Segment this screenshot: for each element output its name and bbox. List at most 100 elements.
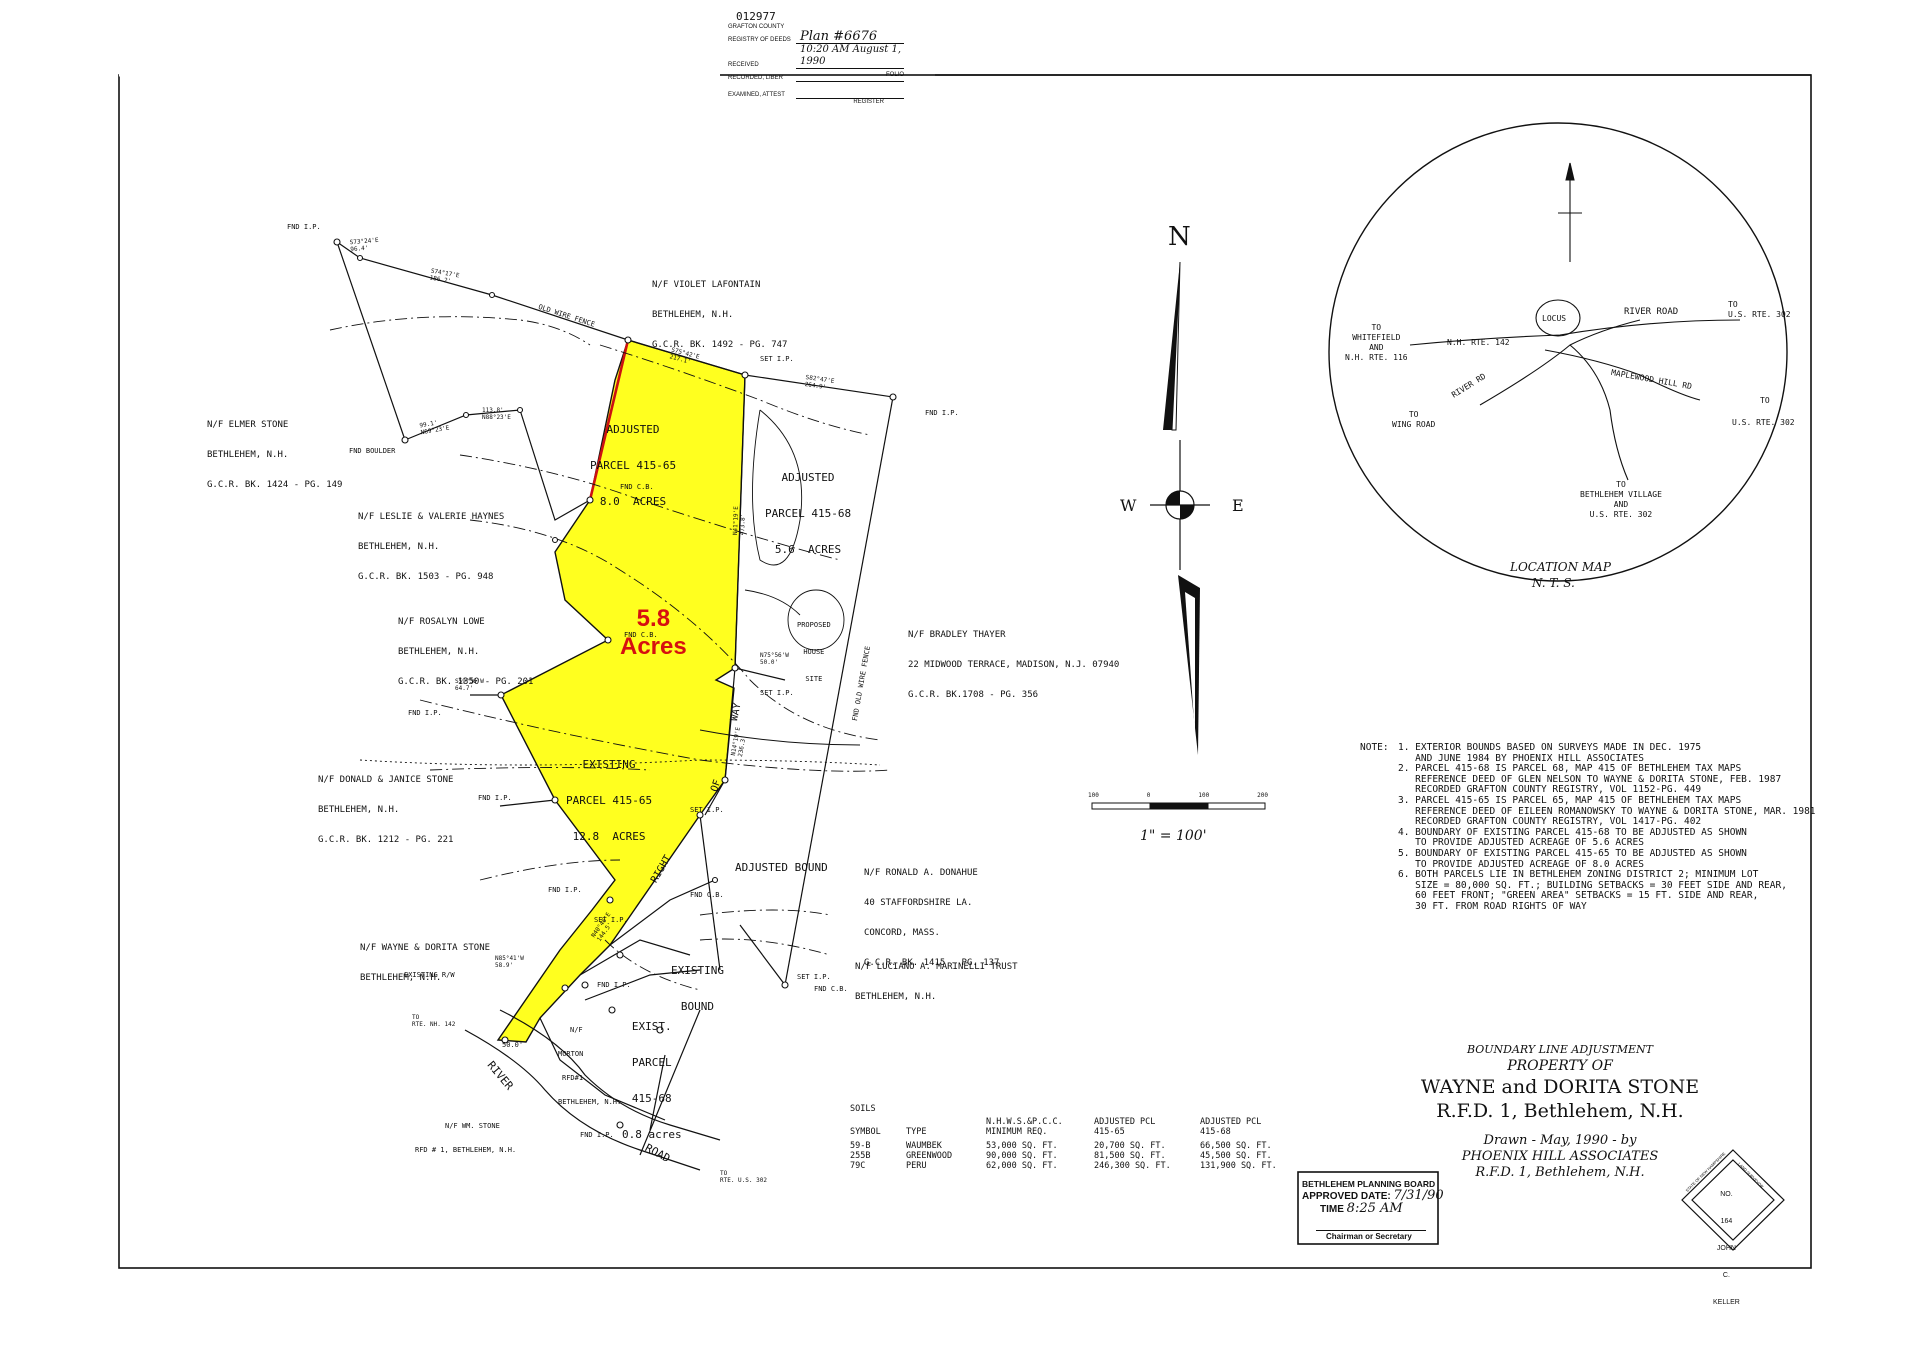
area-callout-unit: Acres <box>620 633 687 660</box>
owner-donahue: N/F RONALD A. DONAHUE 40 STAFFORDSHIRE L… <box>864 848 999 978</box>
adjusted-boundary-red <box>588 339 630 501</box>
loc-to-302-a: TO U.S. RTE. 302 <box>1728 300 1791 319</box>
note-line: RECORDED GRAFTON COUNTY REGISTRY, VOL 14… <box>1398 816 1702 828</box>
owner-line: N/F VIOLET LAFONTAIN <box>652 280 761 290</box>
soils-header-row: SYMBOL TYPE N.H.W.S.&P.C.C. MINIMUM REQ.… <box>850 1117 1283 1137</box>
owner-haynes: N/F LESLIE & VALERIE HAYNES BETHLEHEM, N… <box>358 492 504 592</box>
title-block: BOUNDARY LINE ADJUSTMENT PROPERTY OF WAY… <box>1410 1043 1710 1181</box>
owner-line: 40 STAFFORDSHIRE LA. <box>864 898 973 908</box>
parcel-adjusted-65: ADJUSTED PARCEL 415-65 8.0 ACRES <box>590 400 676 520</box>
owner-wm-stone: N/F WM. STONE RFD # 1, BETHLEHEM, N.H. <box>415 1106 516 1162</box>
owner-line: N/F RONALD A. DONAHUE <box>864 868 978 878</box>
note-line: AND JUNE 1984 BY PHOENIX HILL ASSOCIATES <box>1398 752 1644 764</box>
bearing: 113.8'N88°23'E <box>482 407 511 421</box>
title-owners: WAYNE and DORITA STONE <box>1420 1076 1700 1098</box>
title-address: R.F.D. 1, Bethlehem, N.H. <box>1436 1100 1684 1122</box>
seal-text: NO. 164 JOHN C. KELLER <box>1713 1172 1740 1316</box>
title-subject: BOUNDARY LINE ADJUSTMENT <box>1466 1043 1654 1056</box>
existing-bound-line: BOUND <box>680 1000 715 1013</box>
parcel-line: EXIST. <box>631 1020 672 1033</box>
bearing-angle: N75°56'W <box>760 652 789 659</box>
stamp-recorded-label: RECORDED, LIBER <box>728 75 784 81</box>
east-letter: E <box>1232 496 1244 515</box>
label-fnd-cb: FND C.B. <box>624 631 658 639</box>
soils-cell: 53,000 SQ. FT. <box>986 1141 1058 1151</box>
scale-bar-graphic <box>1091 802 1266 810</box>
owner-line: N/F <box>570 1026 583 1034</box>
label-fnd-boulder: FND BOULDER <box>349 447 396 455</box>
label-fnd-cb: FND C.B. <box>620 483 654 491</box>
owner-line: N/F DONALD & JANICE STONE <box>318 775 454 785</box>
west-letter: W <box>1120 496 1137 515</box>
soils-cell: 90,000 SQ. FT. <box>986 1151 1058 1161</box>
parcel-line: ADJUSTED <box>606 423 660 436</box>
scale-tick: 100 <box>1198 792 1210 799</box>
bearing-distance: 58.9' <box>495 962 514 969</box>
soils-cell: 79C <box>850 1161 866 1171</box>
owner-line: N/F ROSALYN LOWE <box>398 617 485 627</box>
soils-header: ADJUSTED PCL 415-65 <box>1094 1117 1156 1137</box>
bearing-distance: 473.8' <box>738 513 747 536</box>
parcel-line: 12.8 ACRES <box>572 830 646 843</box>
note-line: 30 FT. FROM ROAD RIGHTS OF WAY <box>1398 900 1587 912</box>
loc-nh142: N.H. RTE. 142 <box>1447 338 1510 347</box>
title-firm: PHOENIX HILL ASSOCIATES <box>1461 1149 1659 1164</box>
soils-cell: 45,500 SQ. FT. <box>1200 1151 1272 1161</box>
label-frontage: 50.0' <box>502 1041 524 1049</box>
seal-line: C. <box>1722 1272 1730 1279</box>
loc-locus: LOCUS <box>1542 314 1567 323</box>
owner-line: BETHLEHEM, N.H. <box>358 542 440 552</box>
owner-line: RFD#1 <box>562 1074 584 1082</box>
soils-cell: 20,700 SQ. FT. <box>1094 1141 1166 1151</box>
bearing-angle: S59°36'W <box>455 678 484 685</box>
house-site-line: PROPOSED <box>797 621 831 629</box>
soils-cell: 81,500 SQ. FT. <box>1094 1151 1166 1161</box>
owner-line: G.C.R. BK. 1492 - PG. 747 <box>652 340 788 350</box>
parcel-line: 5.6 ACRES <box>774 543 842 556</box>
loc-to: TO <box>1760 396 1770 405</box>
parcel-existing-65: EXISTING PARCEL 415-65 12.8 ACRES <box>566 735 652 855</box>
label-fnd-cb: FND C.B. <box>690 891 724 899</box>
owner-line: N/F BRADLEY THAYER <box>908 630 1006 640</box>
owner-wayne: N/F WAYNE & DORITA STONE BETHLEHEM, N.H. <box>360 923 490 993</box>
approval-signature <box>1316 1216 1426 1231</box>
owner-line: N/F LUCIANO A. MARINELLI TRUST <box>855 962 1018 972</box>
owner-line: N/F WAYNE & DORITA STONE <box>360 943 491 953</box>
owner-line: BETHLEHEM, N.H. <box>558 1098 622 1106</box>
approval-time-label: TIME <box>1320 1204 1344 1215</box>
soils-row: 59-B WAUMBEK 53,000 SQ. FT. 20,700 SQ. F… <box>850 1137 1283 1151</box>
parcel-adjusted-68: ADJUSTED PARCEL 415-68 5.6 ACRES <box>765 448 851 568</box>
label-fnd-ip: FND I.P. <box>478 794 512 802</box>
label-set-ip: SET I.P. <box>690 806 724 814</box>
loc-title: LOCATION MAP <box>1510 560 1611 574</box>
seal-line: KELLER <box>1713 1299 1740 1306</box>
owner-line: 22 MIDWOOD TERRACE, MADISON, N.J. 07940 <box>908 660 1120 670</box>
label-to-rte142: TO RTE. NH. 142 <box>412 1014 456 1028</box>
seal-line: JOHN <box>1716 1245 1736 1252</box>
scale-label: 1" = 100' <box>1140 828 1207 844</box>
soils-cell: GREENWOOD <box>906 1151 953 1161</box>
notes-heading: NOTE: <box>1360 742 1389 753</box>
stamp-received-value: 10:20 AM August 1, 1990 <box>796 44 904 69</box>
owner-line: RFD # 1, BETHLEHEM, N.H. <box>415 1146 517 1154</box>
label-set-ip: SET I.P. <box>797 973 831 981</box>
owner-thayer: N/F BRADLEY THAYER 22 MIDWOOD TERRACE, M… <box>908 610 1119 710</box>
soils-cell: WAUMBEK <box>906 1141 942 1151</box>
parcel-line: PARCEL 415-65 <box>590 459 677 472</box>
area-callout-value: 5.8 <box>636 605 671 632</box>
approval-date-value: 7/31/90 <box>1393 1188 1444 1203</box>
parcel-line: 0.8 acres <box>622 1128 682 1141</box>
soils-title: SOILS <box>850 1104 876 1114</box>
owner-line: G.C.R. BK. 1424 - PG. 149 <box>207 480 343 490</box>
north-arrow-graphic <box>1150 261 1210 755</box>
soils-cell: 131,900 SQ. FT. <box>1200 1161 1277 1171</box>
approval-date-label: APPROVED DATE: <box>1302 1191 1391 1202</box>
scale-tick: 200 <box>1257 792 1268 799</box>
label-fnd-ip: FND I.P. <box>597 981 631 989</box>
bearing-distance: 64.7' <box>455 685 474 692</box>
stamp-county: GRAFTON COUNTY <box>728 24 785 30</box>
note-line: TO PROVIDE ADJUSTED ACREAGE OF 5.6 ACRES <box>1398 837 1644 849</box>
owner-line: BETHLEHEM, N.H. <box>360 973 442 983</box>
